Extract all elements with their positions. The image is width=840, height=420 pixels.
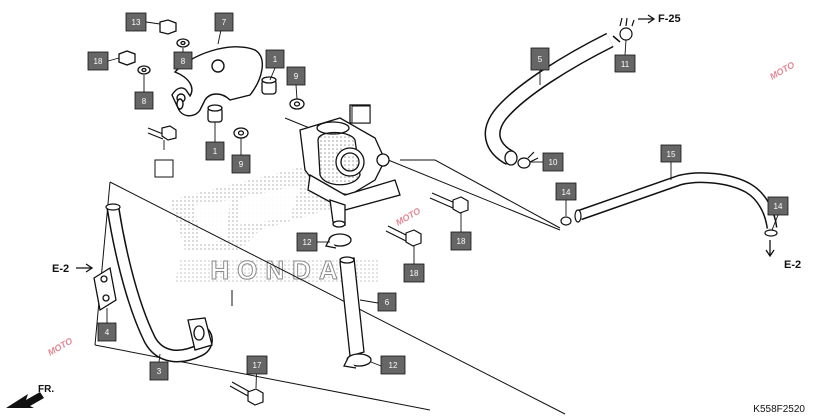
- drawing-code: K558F2520: [753, 404, 805, 415]
- part-label-text: 9: [239, 160, 244, 169]
- honda-logo-text: HONDA: [210, 255, 345, 285]
- part-label-text: 12: [389, 361, 398, 370]
- clamp-12-lower: [343, 353, 372, 369]
- part-label-3[interactable]: 3: [149, 361, 169, 381]
- bracket-part-7: [171, 46, 263, 117]
- watermark-bottom-left: MOTO: [46, 336, 74, 358]
- part-label-text: 14: [774, 202, 783, 211]
- arrow-right-icon: [638, 14, 656, 24]
- part-label-text: 18: [410, 269, 419, 278]
- ref-e2-left[interactable]: E-2: [52, 263, 69, 275]
- part-label-18-center[interactable]: 18: [403, 263, 425, 283]
- clamps-pipe: [560, 216, 778, 237]
- part-label-15[interactable]: 15: [660, 144, 682, 163]
- part-label-12-lower[interactable]: 12: [380, 355, 406, 375]
- part-label-14-left[interactable]: 14: [555, 182, 577, 201]
- part-label-8-lower[interactable]: 8: [134, 91, 154, 110]
- clamps-upper-right: [517, 17, 635, 169]
- part-label-text: 14: [562, 188, 571, 197]
- ref-e2-right[interactable]: E-2: [784, 259, 801, 271]
- arrow-right-icon: [76, 263, 94, 273]
- part-label-13[interactable]: 13: [125, 12, 147, 32]
- part-label-text: 1: [213, 147, 218, 156]
- part-label-12-upper[interactable]: 12: [296, 232, 318, 252]
- bolt-center-right: [429, 192, 469, 214]
- leader-lines: [106, 21, 779, 389]
- part-label-text: 4: [105, 328, 110, 337]
- part-label-text: 8: [181, 57, 186, 66]
- part-label-text: 8: [142, 97, 147, 106]
- part-label-17[interactable]: 17: [246, 355, 268, 375]
- front-label: FR.: [38, 384, 54, 395]
- part-label-text: 18: [94, 57, 103, 66]
- part-label-9-lower[interactable]: 9: [231, 154, 251, 174]
- hardware-left: [118, 19, 305, 139]
- part-label-text: 3: [157, 367, 162, 376]
- watermark-top-right: MOTO: [768, 60, 796, 82]
- part-label-11[interactable]: 11: [614, 54, 636, 73]
- part-label-text: 10: [549, 158, 558, 167]
- part-label-text: 5: [538, 55, 543, 64]
- part-label-4[interactable]: 4: [97, 322, 117, 342]
- bolt-lower-center: [385, 225, 422, 247]
- part-label-text: 1: [273, 55, 278, 64]
- bolt-upper-left: [147, 125, 177, 141]
- part-label-18-upper-left[interactable]: 18: [87, 51, 109, 71]
- pipe-part-15: [574, 172, 778, 229]
- part-label-text: 6: [385, 298, 390, 307]
- part-label-text: 9: [294, 72, 299, 81]
- front-direction-indicator: FR.: [6, 384, 54, 408]
- part-label-text: 13: [132, 18, 141, 27]
- hose-part-5: [484, 32, 621, 166]
- watermark-center: MOTO: [394, 206, 422, 228]
- part-label-8-upper[interactable]: 8: [173, 51, 193, 70]
- part-label-18-right[interactable]: 18: [450, 231, 472, 251]
- hose-part-6: [339, 256, 365, 357]
- part-labels: 13 7 8 18 8 1 9 1: [87, 12, 789, 381]
- part-label-10[interactable]: 10: [542, 152, 564, 172]
- part-label-text: 15: [667, 150, 676, 159]
- flange-part-4: [93, 266, 213, 351]
- part-label-9-upper[interactable]: 9: [286, 66, 306, 86]
- part-label-1-upper[interactable]: 1: [265, 49, 285, 69]
- bolt-part-17: [229, 381, 264, 406]
- ref-f25[interactable]: F-25: [658, 13, 681, 25]
- arrow-front-icon: [6, 392, 44, 408]
- part-label-text: 12: [303, 238, 312, 247]
- part-label-text: 7: [222, 18, 227, 27]
- section-references: F-25 E-2 E-2: [52, 13, 801, 275]
- part-label-6[interactable]: 6: [377, 292, 397, 312]
- part-label-5[interactable]: 5: [530, 47, 550, 71]
- arrow-down-icon: [765, 240, 775, 258]
- part-label-1-lower[interactable]: 1: [205, 141, 225, 161]
- air-suction-valve: [299, 104, 401, 228]
- part-label-14-right[interactable]: 14: [767, 196, 789, 216]
- clamp-12-upper: [325, 233, 352, 249]
- empty-reference-boxes: [154, 105, 371, 178]
- part-label-text: 18: [457, 237, 466, 246]
- part-label-text: 17: [253, 361, 262, 370]
- watermarks: MOTO MOTO MOTO: [46, 60, 796, 358]
- part-label-7[interactable]: 7: [214, 12, 234, 32]
- part-label-text: 11: [621, 60, 630, 69]
